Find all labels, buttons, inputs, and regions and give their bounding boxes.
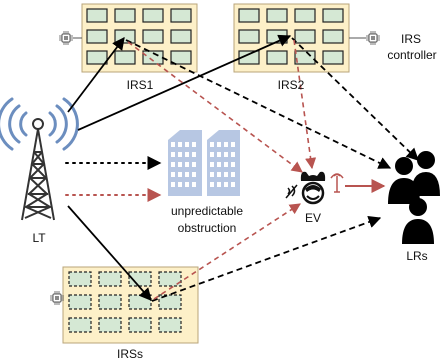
irss-panel [62, 266, 199, 344]
irs1-panel [81, 3, 198, 73]
chip-icon [59, 31, 73, 45]
irs2-panel [233, 3, 350, 73]
irs2-elements [238, 8, 344, 65]
building-icon [168, 130, 240, 196]
dashed-black-links [125, 37, 419, 302]
chip-icon [50, 291, 64, 305]
irs1-elements [86, 8, 192, 65]
person-icon [388, 151, 440, 244]
obstruction-label: unpredictable [171, 204, 243, 218]
dashed-red-links [127, 39, 317, 300]
chip-icon [366, 31, 380, 45]
signal-icon [330, 173, 344, 193]
irs1-label: IRS1 [127, 78, 154, 92]
lt-label: LT [32, 231, 46, 245]
tower-icon [0, 97, 79, 221]
irs2-label: IRS2 [278, 78, 305, 92]
dotted-links [65, 156, 162, 202]
obstruction-label-line2: obstruction [178, 221, 237, 235]
ev-label: EV [305, 211, 321, 225]
mute-icon [285, 184, 298, 199]
irs-controller-label: IRS [401, 32, 421, 46]
solid-links [67, 34, 292, 301]
lrs-label: LRs [406, 249, 427, 263]
irss-label: IRSs [117, 347, 143, 361]
irs-controller-label-line2: controller [387, 48, 436, 62]
eavesdropper-icon [300, 171, 326, 205]
